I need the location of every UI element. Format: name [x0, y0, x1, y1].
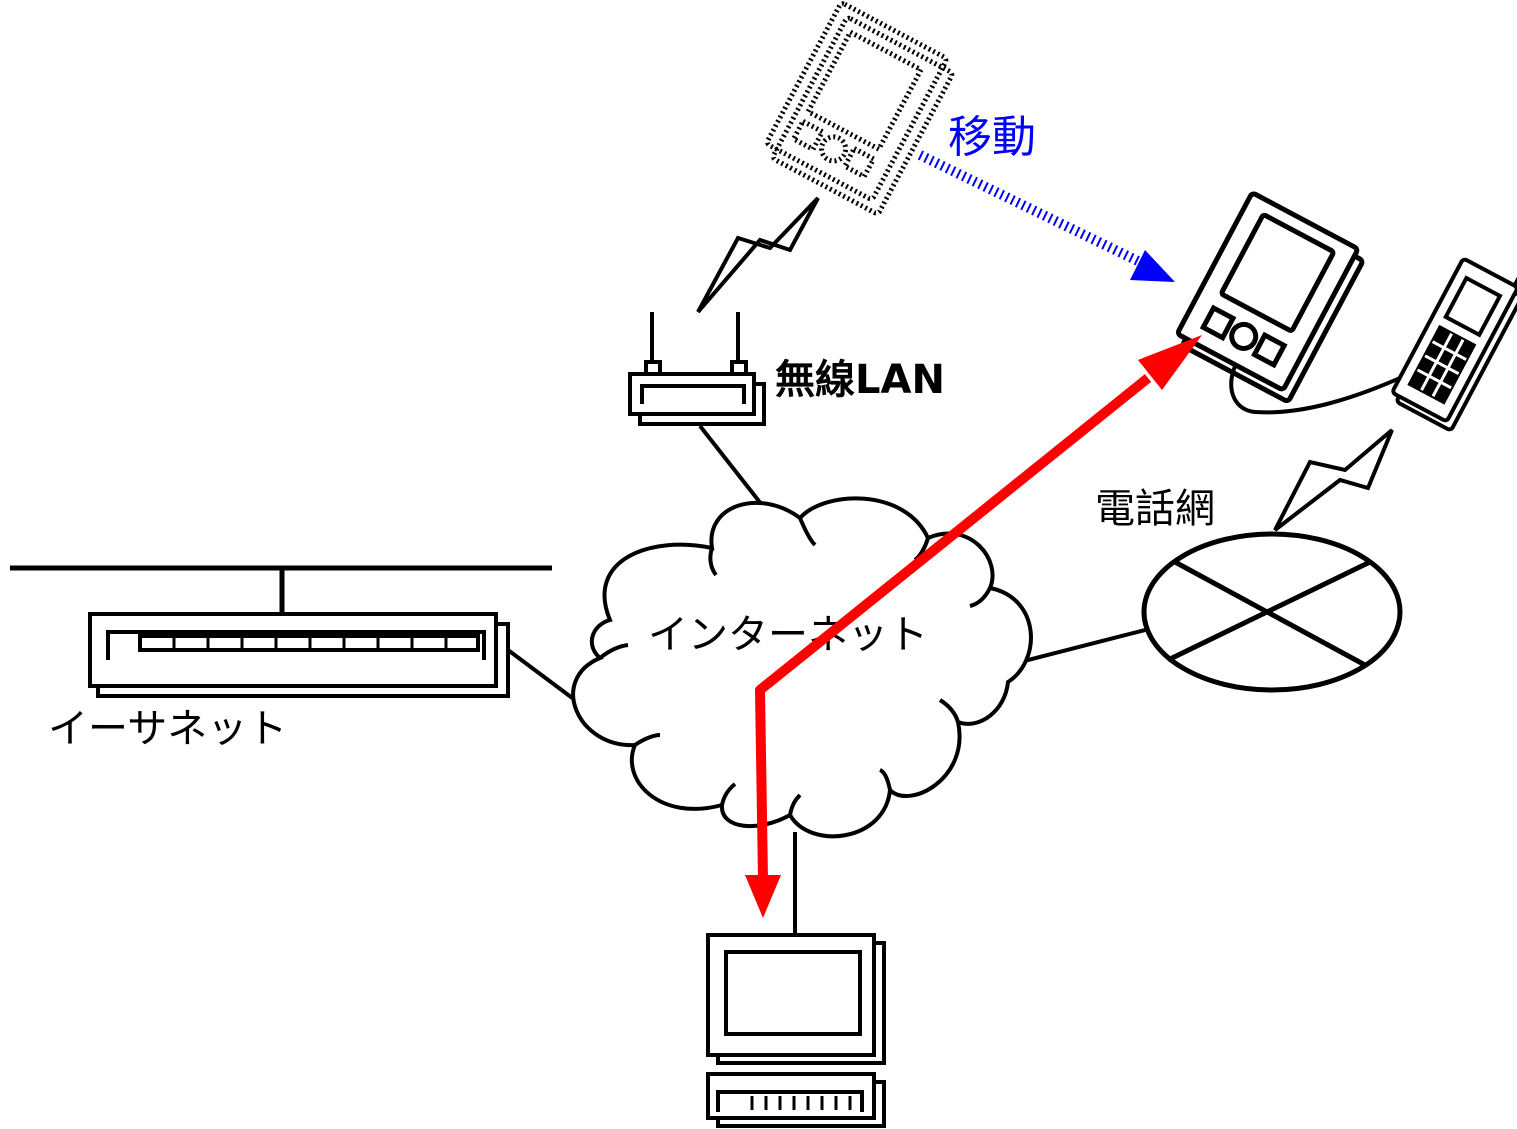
- ethernet-label: イーサネット: [48, 706, 287, 752]
- phone-network-icon: [1141, 531, 1403, 693]
- move-label: 移動: [948, 112, 1036, 163]
- wireless-lan-label: 無線LAN: [775, 357, 945, 403]
- pda-icon: [1176, 191, 1365, 404]
- mobile-phone-icon: [1391, 257, 1517, 432]
- lightning-icon: [1273, 428, 1394, 532]
- links: [506, 361, 1401, 935]
- move-arrow: [917, 150, 1175, 282]
- ethernet-bus: [10, 565, 552, 612]
- access-point-icon: [628, 312, 766, 426]
- phone-network-label: 電話網: [1095, 486, 1215, 532]
- computer-icon: [706, 933, 886, 1128]
- pda-before-move-icon: [765, 1, 955, 216]
- internet-label: インターネット: [648, 612, 928, 658]
- cloud-icon: [571, 496, 1033, 839]
- lightning-icon: [696, 196, 820, 314]
- hub-icon: [88, 612, 510, 698]
- route-arrow: [745, 335, 1202, 918]
